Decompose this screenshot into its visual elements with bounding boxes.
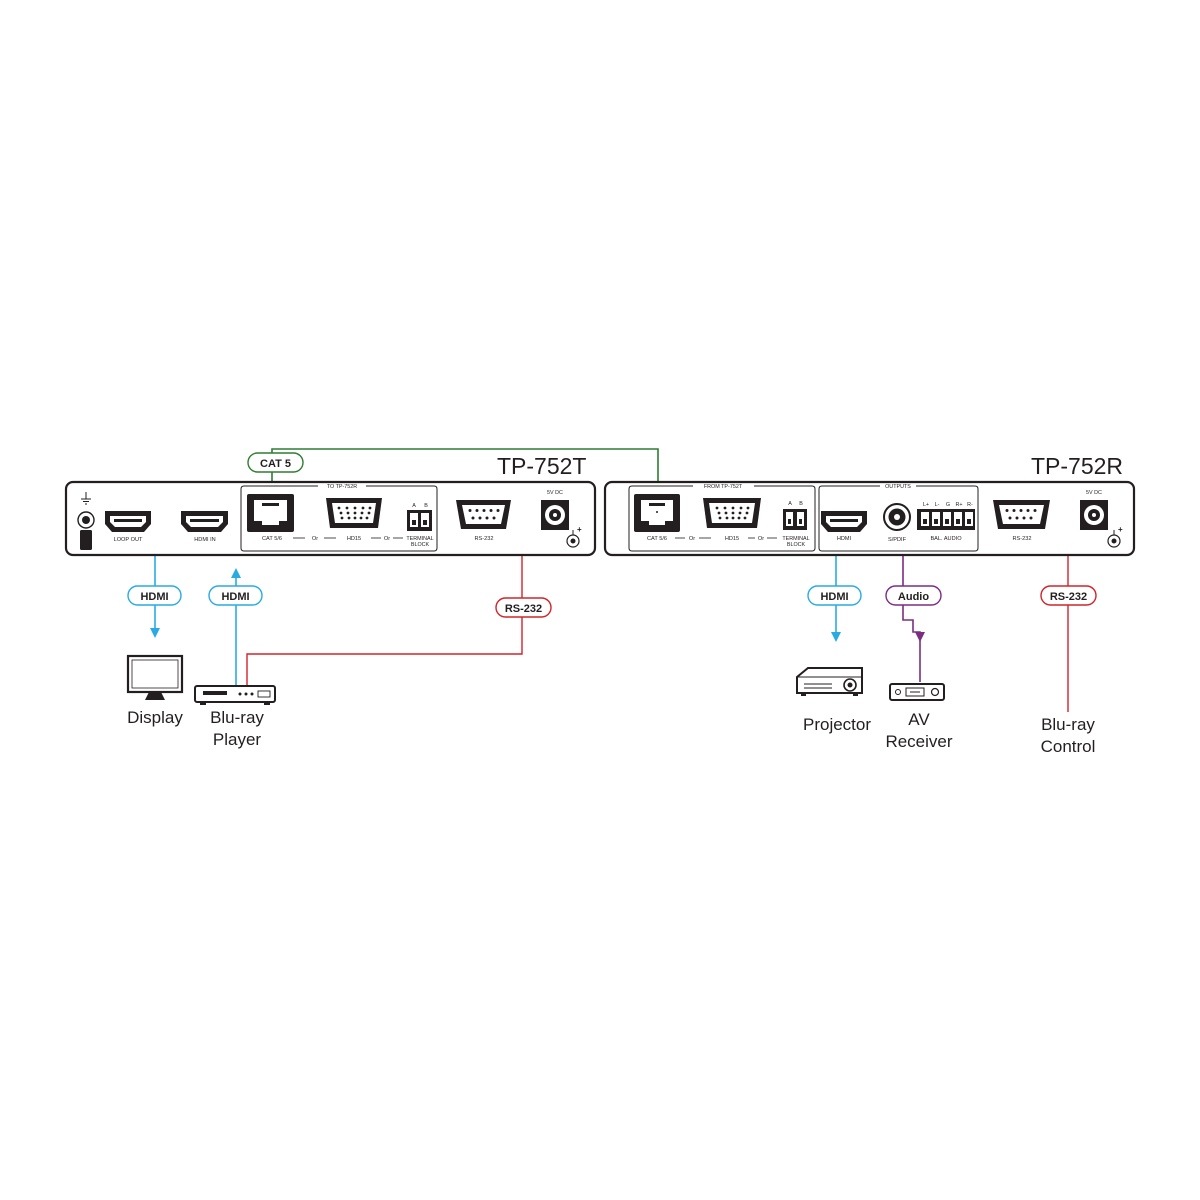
rx-or-label-2: Or xyxy=(758,536,764,542)
tx-or-label-1: Or xyxy=(312,536,318,542)
rx-bal-pin-2: L- xyxy=(935,502,940,508)
tx-power-polarity-icon: + xyxy=(566,525,582,548)
tx-or-label-2: Or xyxy=(384,536,390,542)
arrow-down-projector xyxy=(831,632,841,642)
rx-rs232-port[interactable] xyxy=(993,500,1050,529)
tx-rj45-port[interactable] xyxy=(247,494,294,532)
hdmi-pill-display: HDMI xyxy=(127,585,182,606)
rx-balanced-audio-block[interactable] xyxy=(917,509,975,530)
bluray-label-line1: Blu-ray xyxy=(210,708,264,727)
tx-terminal-block[interactable] xyxy=(407,510,432,531)
rx-tb-line1: TERMINAL xyxy=(782,536,809,542)
rx-bal-pin-1: L+ xyxy=(923,502,929,508)
rx-power-label: 5V DC xyxy=(1086,490,1102,496)
tx-tb-line1: TERMINAL xyxy=(406,536,433,542)
tx-cat-label: CAT 5/6 xyxy=(262,536,282,542)
cat5-pill: CAT 5 xyxy=(247,452,304,473)
bluray-control-label-line2: Control xyxy=(1041,737,1096,756)
tx-link-group-box xyxy=(240,485,438,552)
rx-spdif-label: S/PDIF xyxy=(888,537,907,543)
rx-bal-pin-4: R+ xyxy=(955,502,962,508)
arrow-up-hdmi-in xyxy=(231,568,241,578)
bluray-player-icon xyxy=(194,685,276,705)
loop-out-label: LOOP OUT xyxy=(114,537,143,543)
tx-hd15-label: HD15 xyxy=(347,536,361,542)
rx-tb-line2: BLOCK xyxy=(787,542,806,548)
hdmi-loop-out-port[interactable] xyxy=(105,511,151,532)
audio-pill: Audio xyxy=(885,585,942,606)
tx-model-title: TP-752T xyxy=(497,453,586,479)
hdmi-pill-bluray: HDMI xyxy=(208,585,263,606)
tx-tb-b-label: B xyxy=(424,503,428,509)
rx-rs232-label: RS-232 xyxy=(1013,536,1032,542)
arrow-down-display xyxy=(150,628,160,638)
svg-text:HDMI: HDMI xyxy=(820,591,848,603)
bluray-control-label-line1: Blu-ray xyxy=(1041,715,1095,734)
svg-text:HDMI: HDMI xyxy=(221,591,249,603)
tx-tb-a-label: A xyxy=(412,503,416,509)
tx-rs232-label: RS-232 xyxy=(475,536,494,542)
rx-hd15-label: HD15 xyxy=(725,536,739,542)
display-icon xyxy=(126,654,184,700)
tx-power-jack[interactable] xyxy=(541,500,569,530)
rx-tb-a-label: A xyxy=(788,501,792,507)
svg-text:CAT 5: CAT 5 xyxy=(260,458,291,470)
rx-outputs-group-box xyxy=(818,485,979,552)
rx-cat-label: CAT 5/6 xyxy=(647,536,667,542)
av-receiver-icon xyxy=(889,683,945,701)
av-receiver-label-line1: AV xyxy=(908,710,930,729)
hdmi-pill-projector: HDMI xyxy=(807,585,862,606)
tx-hd15-port[interactable] xyxy=(326,498,382,528)
svg-text:RS-232: RS-232 xyxy=(505,603,542,615)
rx-or-label-1: Or xyxy=(689,536,695,542)
rx-hdmi-out-port[interactable] xyxy=(821,511,867,532)
rx-hdmi-label: HDMI xyxy=(837,536,852,542)
svg-text:HDMI: HDMI xyxy=(140,591,168,603)
projector-icon xyxy=(796,667,863,696)
svg-text:+: + xyxy=(1118,525,1123,534)
tx-tb-line2: BLOCK xyxy=(411,542,430,548)
rs232-pill-tx: RS-232 xyxy=(495,597,552,618)
rx-outputs-title: OUTPUTS xyxy=(885,484,911,490)
rx-hd15-port[interactable] xyxy=(703,498,761,528)
projector-label: Projector xyxy=(803,715,871,734)
hdmi-in-label: HDMI IN xyxy=(194,537,215,543)
rx-panel xyxy=(603,480,1136,557)
hdmi-in-port[interactable] xyxy=(181,511,228,532)
rx-spdif-port[interactable] xyxy=(883,503,911,531)
rx-rj45-port[interactable] xyxy=(634,494,680,532)
bluray-label-line2: Player xyxy=(213,730,262,749)
tx-rs232-port[interactable] xyxy=(456,500,511,529)
rx-power-jack[interactable] xyxy=(1080,500,1108,530)
arrow-down-audio xyxy=(915,632,925,642)
rx-power-polarity-icon: + xyxy=(1107,525,1123,548)
av-receiver-label-line2: Receiver xyxy=(885,732,952,751)
rx-link-group-box xyxy=(628,485,816,552)
tx-group-title: TO TP-752R xyxy=(327,484,357,490)
ground-screw[interactable] xyxy=(77,511,95,550)
svg-text:Audio: Audio xyxy=(898,591,929,603)
display-label: Display xyxy=(127,708,183,727)
rx-model-title: TP-752R xyxy=(1031,453,1123,479)
tx-power-label: 5V DC xyxy=(547,490,563,496)
svg-text:+: + xyxy=(577,525,582,534)
rx-tb-b-label: B xyxy=(799,501,803,507)
rx-bal-audio-label: BAL. AUDIO xyxy=(930,536,962,542)
ground-icon xyxy=(81,492,91,505)
rx-terminal-block[interactable] xyxy=(783,509,807,530)
rx-bal-pin-5: R- xyxy=(967,502,973,508)
rs232-pill-rx: RS-232 xyxy=(1040,585,1097,606)
rx-group-title: FROM TP-752T xyxy=(704,484,743,490)
svg-text:RS-232: RS-232 xyxy=(1050,591,1087,603)
rx-bal-pin-3: G xyxy=(946,502,950,508)
